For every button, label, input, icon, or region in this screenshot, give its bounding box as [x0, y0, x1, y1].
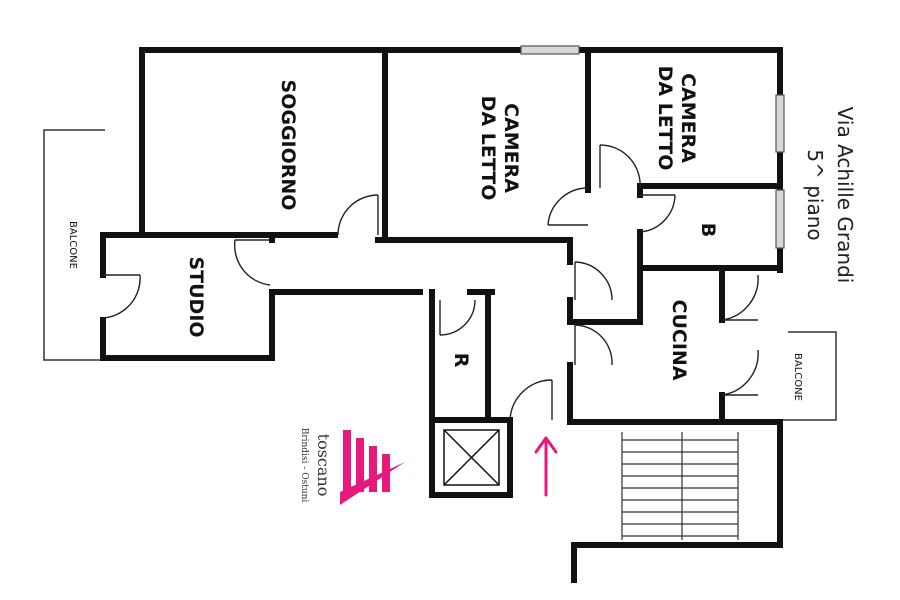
logo-name: toscano — [314, 434, 333, 497]
logo-cities: Brindisi - Ostuni — [299, 428, 309, 503]
label-camera1-line2: DA LETTO — [477, 96, 499, 201]
elevator — [443, 429, 500, 486]
entrance-arrow-icon — [534, 436, 558, 497]
label-cucina: CUCINA — [668, 300, 690, 381]
label-studio: STUDIO — [185, 256, 207, 337]
label-camera2-line1: CAMERA — [677, 73, 699, 163]
label-camera1-line1: CAMERA — [500, 103, 522, 193]
stairs — [621, 432, 739, 540]
logo-mark-icon — [340, 430, 405, 505]
windows — [520, 45, 785, 249]
label-balcone-left: BALCONE — [67, 221, 78, 269]
label-balcone-right: BALCONE — [792, 353, 803, 401]
balcony-outlines — [43, 129, 837, 421]
label-camera2-line2: DA LETTO — [654, 66, 676, 171]
walls — [100, 47, 783, 583]
label-ripostiglio: R — [450, 353, 472, 368]
door-swings — [102, 144, 759, 421]
agency-logo: toscano Brindisi - Ostuni — [299, 428, 405, 505]
label-bagno: B — [697, 223, 719, 237]
address-street: Via Achille Grandi — [833, 107, 857, 284]
label-soggiorno: SOGGIORNO — [277, 80, 299, 211]
address-floor: 5^ piano — [803, 149, 827, 240]
